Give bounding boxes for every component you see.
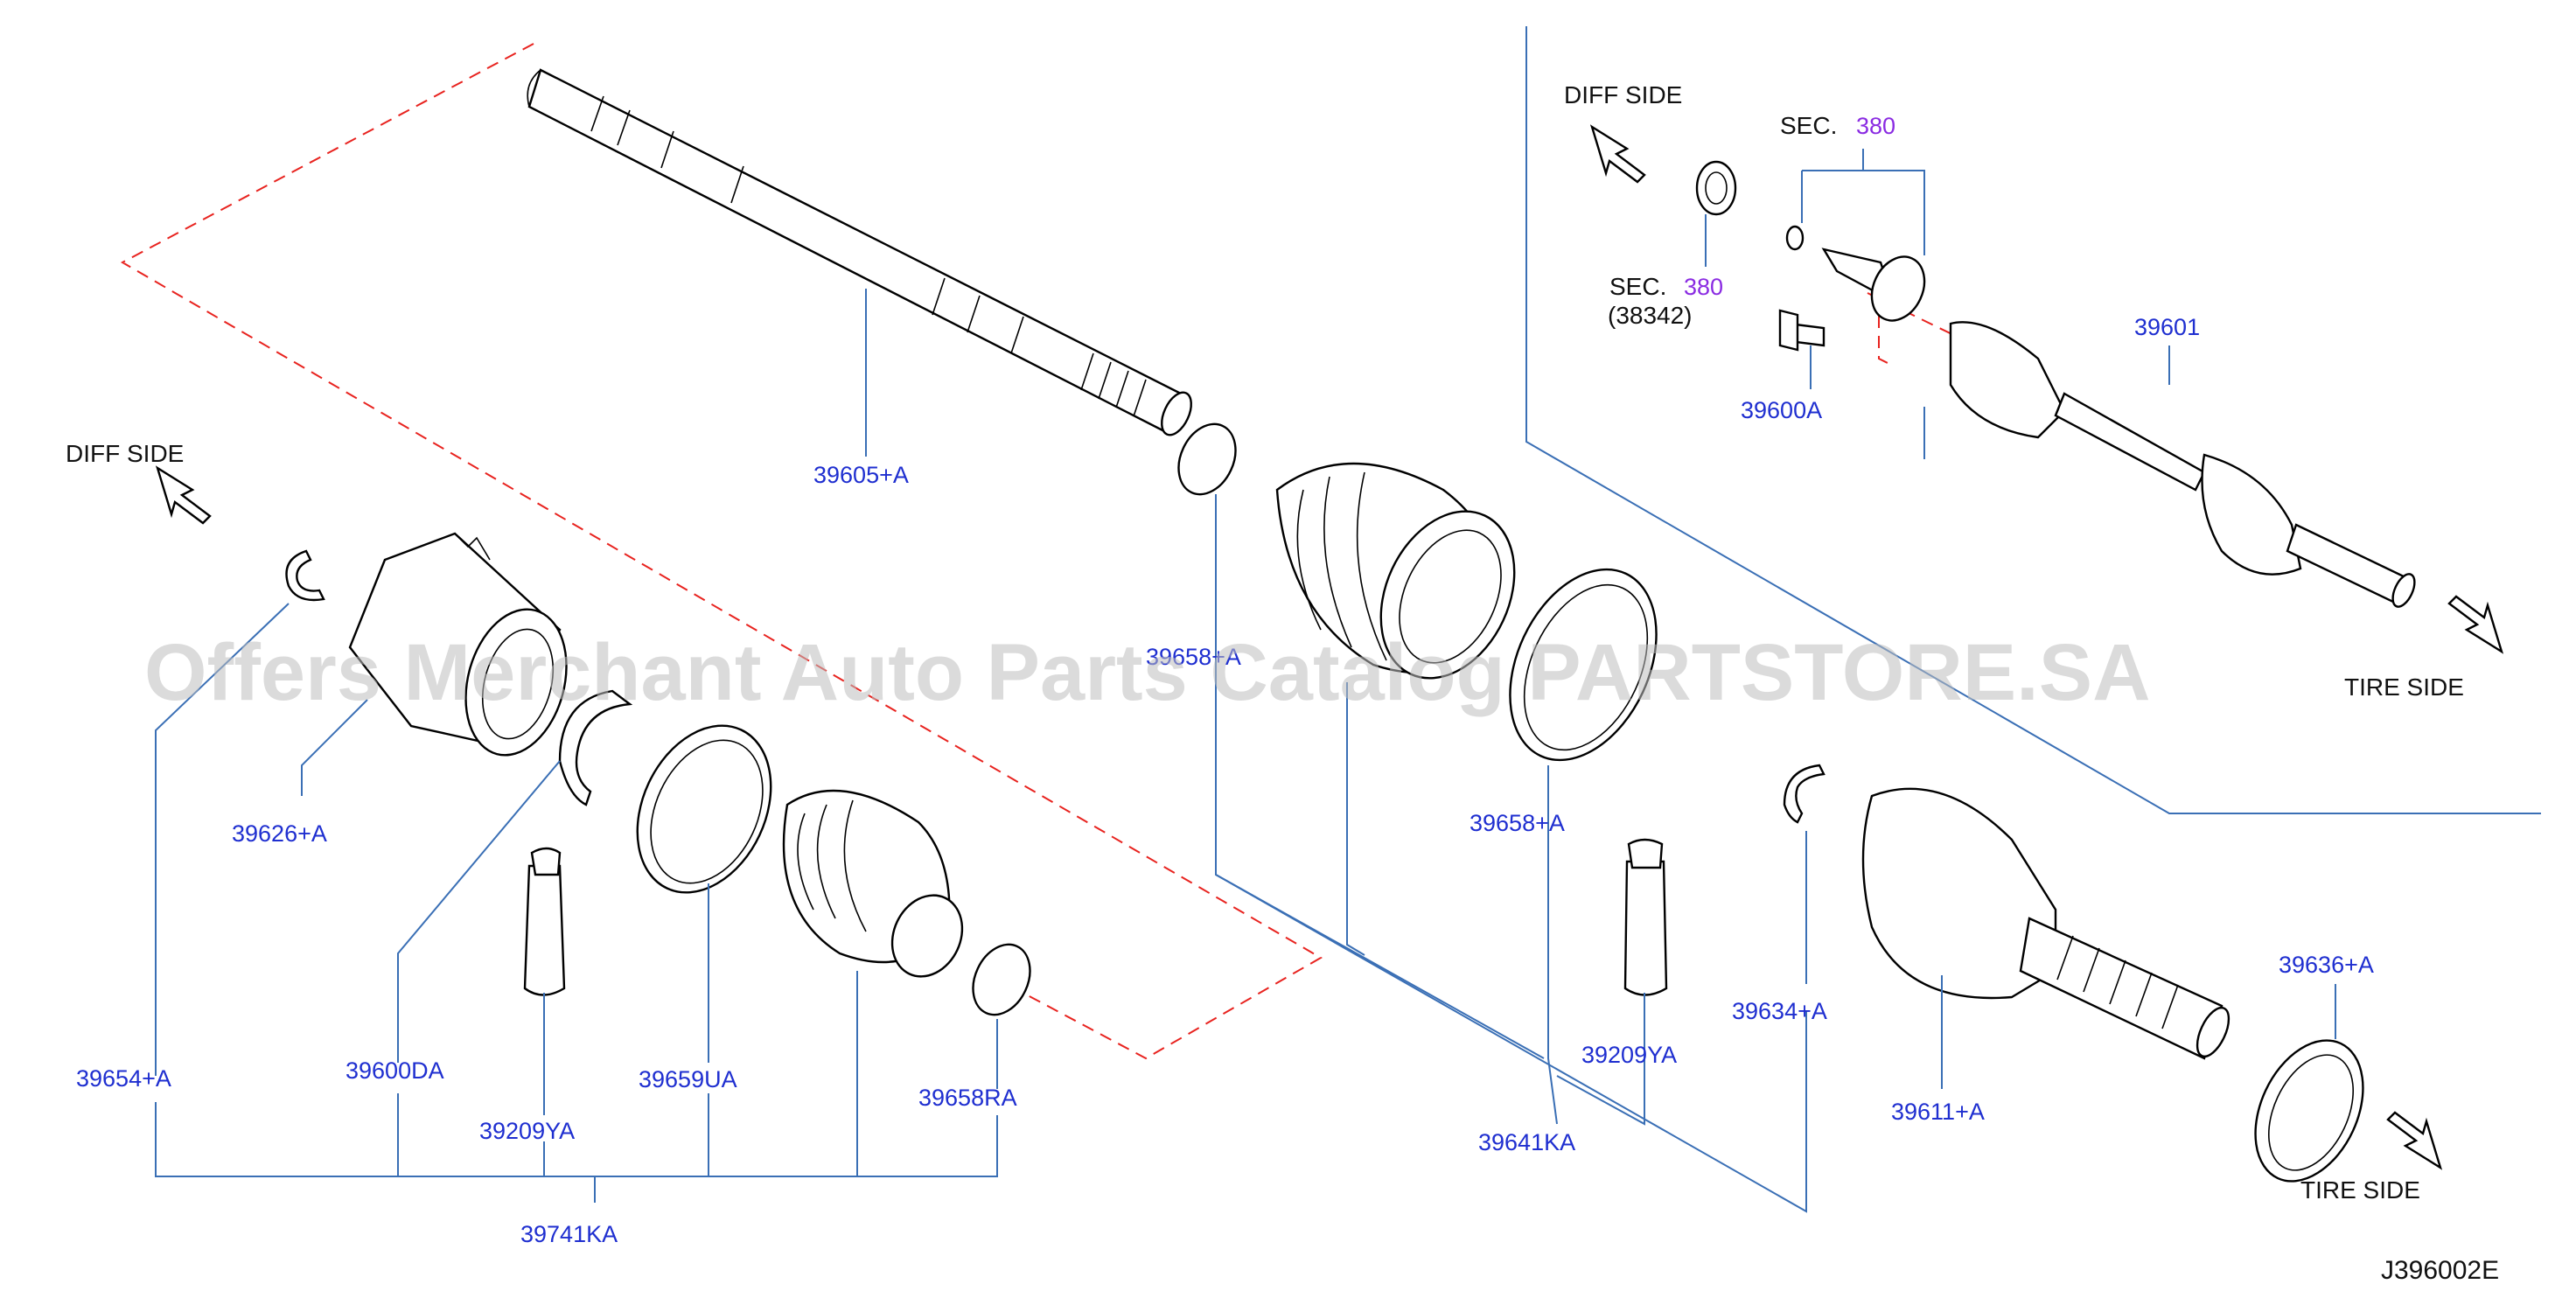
seal-39636 (2254, 1039, 2364, 1183)
label-39626[interactable]: 39626+A (232, 820, 327, 847)
clamp-39658RA (972, 943, 1031, 1016)
label-39636[interactable]: 39636+A (2279, 952, 2374, 978)
label-sec-top-prefix: SEC. (1780, 112, 1837, 139)
side-flange-inset (1821, 248, 1926, 322)
snap-ring-39654 (285, 549, 325, 602)
label-sec-mid-num: 380 (1684, 274, 1723, 300)
label-sec-mid-prefix: SEC. (1609, 273, 1666, 300)
boot-middle (1275, 462, 1516, 680)
label-39209YA-right[interactable]: 39209YA (1581, 1042, 1677, 1068)
drive-shaft-assembly-39601 (1949, 321, 2416, 608)
grease-tube-right (1623, 838, 1668, 996)
arrow-diff-side-inset-icon (1589, 124, 1646, 184)
o-ring-inset (1785, 225, 1805, 251)
inset-frame (1525, 26, 2541, 814)
leader-lines (155, 149, 2336, 1213)
boot-band-39659 (636, 724, 772, 894)
arrow-diff-side-left-icon (155, 465, 212, 525)
shaft-39605 (527, 68, 1192, 436)
label-39641KA[interactable]: 39641KA (1478, 1129, 1575, 1155)
label-39611[interactable]: 39611+A (1891, 1099, 1985, 1125)
label-39659UA[interactable]: 39659UA (639, 1066, 737, 1092)
label-sec-mid-sub: (38342) (1608, 302, 1693, 329)
label-diff-side-left: DIFF SIDE (66, 440, 184, 467)
watermark: Offers Merchant Auto Parts Catalog PARTS… (144, 628, 2151, 717)
label-sec-top-num: 380 (1856, 113, 1895, 139)
label-diff-side-inset: DIFF SIDE (1564, 81, 1682, 108)
label-39658-mid[interactable]: 39658+A (1146, 644, 1241, 670)
grease-tube-left (523, 847, 566, 996)
label-tire-side-bottom: TIRE SIDE (2300, 1176, 2420, 1204)
diagram-reference: J396002E (2381, 1256, 2499, 1285)
clamp-39658-mid (1177, 422, 1237, 496)
arrow-tire-side-bottom-icon (2386, 1111, 2443, 1170)
label-39605[interactable]: 39605+A (813, 462, 909, 488)
label-39741KA[interactable]: 39741KA (520, 1221, 618, 1247)
circlip-39600DA (558, 689, 633, 806)
snap-ring-39634 (1783, 764, 1826, 824)
oil-seal-inset (1695, 160, 1737, 216)
label-39658-right[interactable]: 39658+A (1470, 810, 1565, 836)
boot-band-39658 (1509, 568, 1658, 762)
joint-housing-39626 (348, 532, 568, 757)
label-39601[interactable]: 39601 (2134, 314, 2200, 340)
label-39634[interactable]: 39634+A (1732, 998, 1827, 1024)
label-39654[interactable]: 39654+A (76, 1065, 171, 1092)
arrow-tire-side-inset-icon (2447, 595, 2504, 654)
bolt-inset (1778, 309, 1826, 352)
boot-left (782, 789, 964, 978)
label-39600A[interactable]: 39600A (1741, 397, 1822, 423)
label-39658RA[interactable]: 39658RA (918, 1085, 1017, 1111)
label-39209YA-left[interactable]: 39209YA (479, 1118, 575, 1144)
label-39600DA[interactable]: 39600DA (346, 1057, 444, 1084)
label-tire-side-inset: TIRE SIDE (2344, 673, 2464, 701)
cv-joint-39611 (1861, 787, 2230, 1060)
